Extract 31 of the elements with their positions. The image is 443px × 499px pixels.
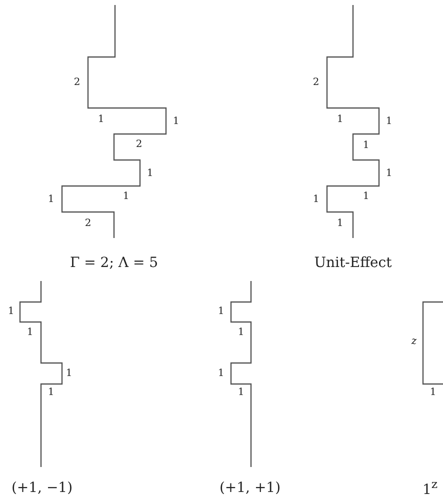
step-length-label: 1 [122,192,130,202]
step-length-label: 1 [362,141,370,151]
step-length-label: 1 [218,307,224,317]
step-length-label: 1 [218,369,224,379]
step-length-label: 2 [74,78,80,88]
step-length-label: 1 [66,369,72,379]
step-length-label: 1 [48,195,54,205]
step-length-label: 1 [238,328,244,338]
step-length-label: 1 [362,192,370,202]
step-length-label: 1 [312,195,320,205]
step-length-label: 2 [136,140,142,150]
step-length-label: 2 [312,78,320,88]
step-length-label: 1 [172,117,180,127]
step-length-label: 1 [336,219,344,229]
step-length-label: 1 [336,115,344,125]
step-length-label: 1 [238,388,244,398]
figure-caption: Unit-Effect [314,256,392,270]
step-length-label: 2 [84,219,92,229]
step-length-label: z [411,337,417,347]
step-length-label: 1 [430,388,436,398]
step-length-label: 1 [386,169,392,179]
figure-caption: 1$^{z}$ [422,479,438,497]
step-length-label: 1 [98,115,104,125]
figure-caption: Γ = 2; Λ = 5 [70,256,158,270]
figure-caption: (+1, +1) [219,481,281,495]
step-length-label: 1 [26,328,34,338]
step-length-label: 1 [146,169,154,179]
step-length-label: 1 [48,388,54,398]
step-length-label: 1 [8,307,14,317]
figure-caption: (+1, −1) [11,481,73,495]
step-length-label: 1 [386,117,392,127]
